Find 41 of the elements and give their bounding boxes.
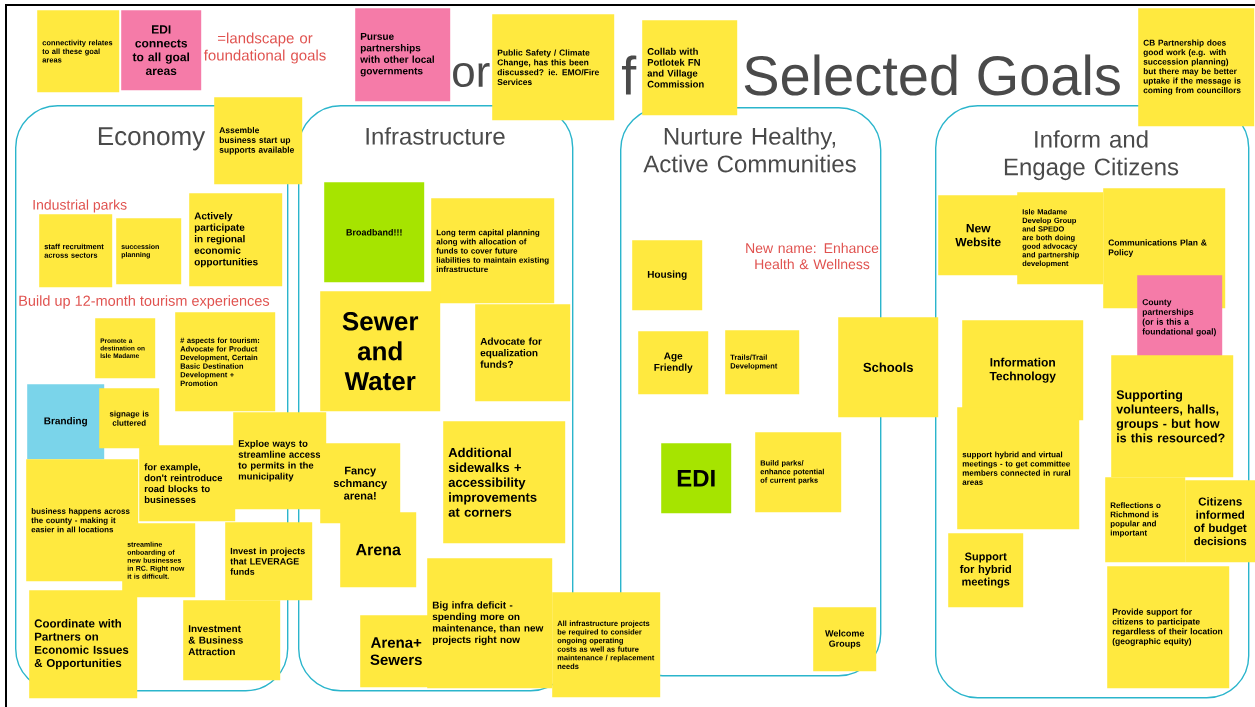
sticky-note: Investment & Business Attraction bbox=[183, 600, 281, 681]
annotation-text: New name: Enhance Health & Wellness bbox=[746, 242, 879, 270]
sticky-note: Sewer and Water bbox=[320, 291, 441, 412]
sticky-note: EDI bbox=[661, 443, 732, 514]
title-fragment: f bbox=[622, 55, 637, 95]
sticky-note: Exploe ways to streamline access to permits in the municipality bbox=[233, 412, 327, 510]
page-title: Selected Goals bbox=[744, 54, 1120, 96]
sticky-note: Invest in projects that LEVERAGE funds bbox=[225, 522, 313, 601]
sticky-note: Schools bbox=[838, 317, 939, 418]
sticky-note: Age Friendly bbox=[638, 331, 709, 395]
sticky-note: Pursue partnerships with other local governments bbox=[355, 8, 451, 102]
sticky-note: support hybrid and virtual meetings - to get committee members connected in rural areas bbox=[957, 407, 1080, 530]
annotation-text: =landscape or foundational goals bbox=[203, 32, 326, 64]
sticky-note: Citizens informed of budget decisions bbox=[1185, 480, 1255, 563]
sticky-note: EDI connects to all goal areas bbox=[121, 10, 202, 91]
sticky-note: Long term capital planning along with allocation of funds to cover future liabilities to maintain existing infrastructure bbox=[431, 198, 555, 304]
sticky-note: Arena bbox=[340, 512, 417, 588]
sticky-note: for example, don't reintroduce road blocks to businesses bbox=[139, 445, 236, 522]
sticky-note: Fancy schmancy arena! bbox=[320, 443, 401, 524]
sticky-note: Housing bbox=[632, 240, 703, 311]
annotation-text: Build up 12-month tourism experiences bbox=[19, 295, 270, 309]
sticky-note: Branding bbox=[27, 384, 105, 460]
sticky-note: Advocate for equalization funds? bbox=[475, 304, 571, 402]
sticky-note: CB Partnership does good work (e.g. with succession planning) but there may be better uptake if the message is coming from councillors bbox=[1138, 8, 1255, 127]
title-fragment: or bbox=[453, 62, 490, 88]
sticky-note: Assemble business start up supports available bbox=[214, 97, 303, 185]
sticky-note: Provide support for citizens to participate regardless of their location (geographic equity) bbox=[1107, 566, 1230, 689]
sticky-note: Welcome Groups bbox=[813, 607, 877, 672]
sticky-note: Public Safety / Climate Change, has this been discussed? ie. EMO/Fire Services bbox=[492, 14, 615, 121]
sticky-note: Arena+ Sewers bbox=[360, 615, 433, 688]
sticky-note: New Website bbox=[938, 195, 1019, 276]
sticky-note: Support for hybrid meetings bbox=[948, 533, 1024, 608]
sticky-note: Collab with Potlotek FN and Village Commission bbox=[642, 20, 738, 116]
annotation-text: Industrial parks bbox=[33, 199, 127, 213]
sticky-note: Reflections o Richmond is popular and important bbox=[1105, 477, 1186, 563]
sticky-note: County partnerships (or is this a foundational goal) bbox=[1137, 275, 1223, 361]
sticky-note: Additional sidewalks + accessibility improvements at corners bbox=[443, 421, 566, 544]
sticky-note: Coordinate with Partners on Economic Issues & Opportunities bbox=[29, 590, 138, 699]
sticky-note: Broadband!!! bbox=[324, 182, 425, 283]
sticky-note: Actively participate in regional economic opportunities bbox=[189, 193, 283, 287]
sticky-note: signage is cluttered bbox=[99, 388, 160, 449]
